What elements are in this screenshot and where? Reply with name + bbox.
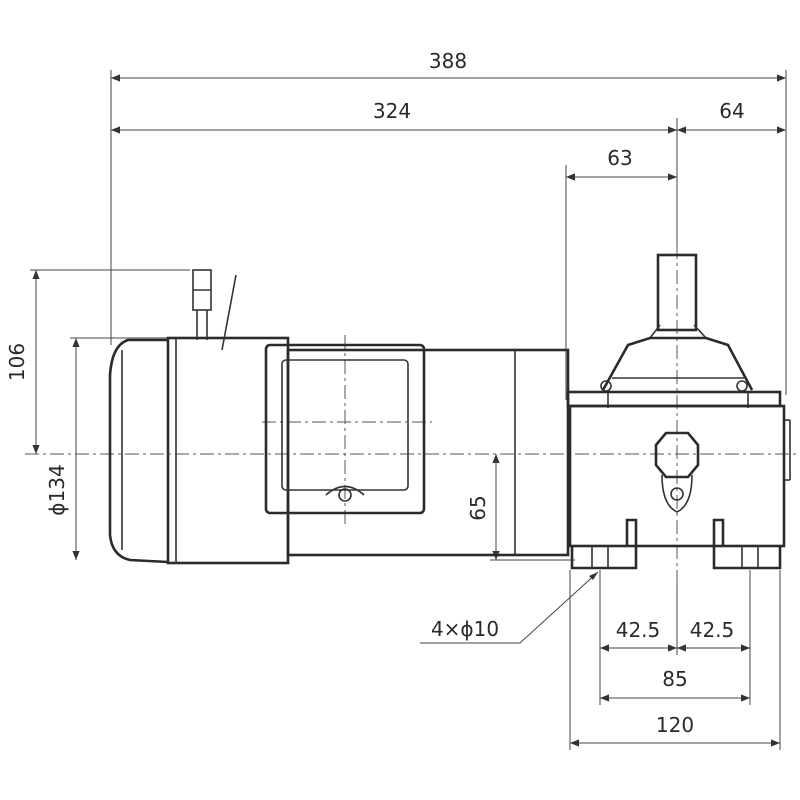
terminal-screw xyxy=(338,488,352,502)
dim-height: 106 xyxy=(5,343,29,381)
dim-foot-half-left: 42.5 xyxy=(616,618,661,642)
dim-motor-length: 324 xyxy=(373,99,411,123)
dim-base-width: 120 xyxy=(656,713,694,737)
dimension-labels: 388 324 64 63 106 ϕ134 65 4×ϕ10 42.5 42.… xyxy=(5,49,745,737)
dim-foot-pitch: 85 xyxy=(662,667,687,691)
gearbox-box xyxy=(568,404,786,548)
stator-body xyxy=(286,348,570,557)
dim-foot-half-right: 42.5 xyxy=(690,618,735,642)
dim-mounting-holes: 4×ϕ10 xyxy=(431,617,499,641)
leader-mounting-holes xyxy=(420,571,599,644)
foot-right xyxy=(712,518,782,570)
dim-center-height: 65 xyxy=(466,495,490,520)
input-bore xyxy=(654,431,700,479)
fan-cover xyxy=(108,338,169,564)
dim-overall-length: 388 xyxy=(429,49,467,73)
motor xyxy=(108,269,570,565)
gearbox-dome xyxy=(601,336,754,391)
output-shaft xyxy=(656,253,698,332)
motor-housing xyxy=(166,336,290,565)
gearbox xyxy=(566,253,791,570)
dim-gearbox-offset: 64 xyxy=(719,99,744,123)
dimension-lines xyxy=(32,74,786,747)
foot-left xyxy=(570,518,638,570)
dim-motor-diameter: ϕ134 xyxy=(45,464,69,515)
terminal-box xyxy=(264,343,426,515)
extension-lines xyxy=(30,70,787,750)
lug-hole xyxy=(670,487,684,501)
dim-shaft-offset: 63 xyxy=(607,146,632,170)
center-lines xyxy=(25,245,800,590)
